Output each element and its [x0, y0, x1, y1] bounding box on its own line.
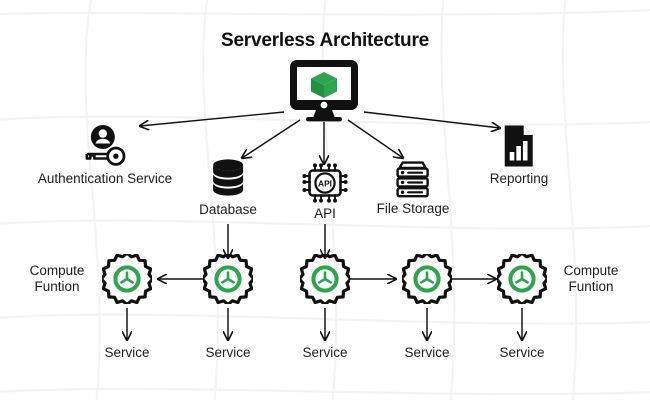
server-rack-icon — [391, 158, 435, 198]
node-gear-2[interactable] — [200, 251, 256, 307]
gear-icon — [494, 251, 550, 307]
service-label-2: Service — [205, 345, 251, 360]
user-key-icon — [78, 124, 132, 168]
node-gear-5[interactable] — [494, 251, 550, 307]
node-gear-4[interactable] — [399, 251, 455, 307]
node-authentication-service[interactable]: Authentication Service — [38, 124, 172, 186]
diagram-title: Serverless Architecture — [220, 30, 430, 51]
api-chip-icon: API — [302, 163, 348, 203]
service-label-4: Service — [404, 345, 450, 360]
api-chip-text: API — [318, 178, 332, 188]
node-label: API — [314, 206, 336, 221]
node-file-storage[interactable]: File Storage — [376, 158, 450, 216]
label-line-2: Funtion — [34, 279, 80, 294]
node-reporting[interactable]: Reporting — [489, 124, 549, 186]
node-database[interactable]: Database — [199, 157, 257, 217]
node-hub-monitor[interactable] — [288, 58, 360, 122]
label-line-1: Compute — [563, 263, 619, 279]
monitor-icon — [288, 58, 360, 122]
cube-icon — [311, 72, 337, 98]
compute-function-label-left: Compute Funtion — [30, 263, 85, 295]
service-label-5: Service — [499, 345, 545, 360]
node-gear-1[interactable] — [99, 251, 155, 307]
gear-icon — [99, 251, 155, 307]
node-gear-3[interactable] — [297, 251, 353, 307]
gear-icon — [297, 251, 353, 307]
gear-icon — [200, 251, 256, 307]
compute-function-label-right: Compute Funtion — [564, 263, 619, 295]
node-api[interactable]: API API — [302, 163, 348, 221]
label-line-1: Compute — [29, 263, 85, 279]
edge-hub-filestorage — [347, 119, 403, 158]
node-label: File Storage — [376, 201, 450, 216]
node-label: Database — [199, 202, 257, 217]
database-icon — [207, 157, 249, 199]
service-label-1: Service — [104, 345, 150, 360]
node-label: Authentication Service — [37, 171, 173, 186]
report-chart-icon — [500, 124, 538, 168]
gear-icon — [399, 251, 455, 307]
label-line-2: Funtion — [568, 279, 614, 294]
node-label: Reporting — [489, 171, 549, 186]
service-label-3: Service — [302, 345, 348, 360]
edge-hub-reporting — [363, 111, 500, 128]
edge-hub-database — [242, 119, 301, 158]
